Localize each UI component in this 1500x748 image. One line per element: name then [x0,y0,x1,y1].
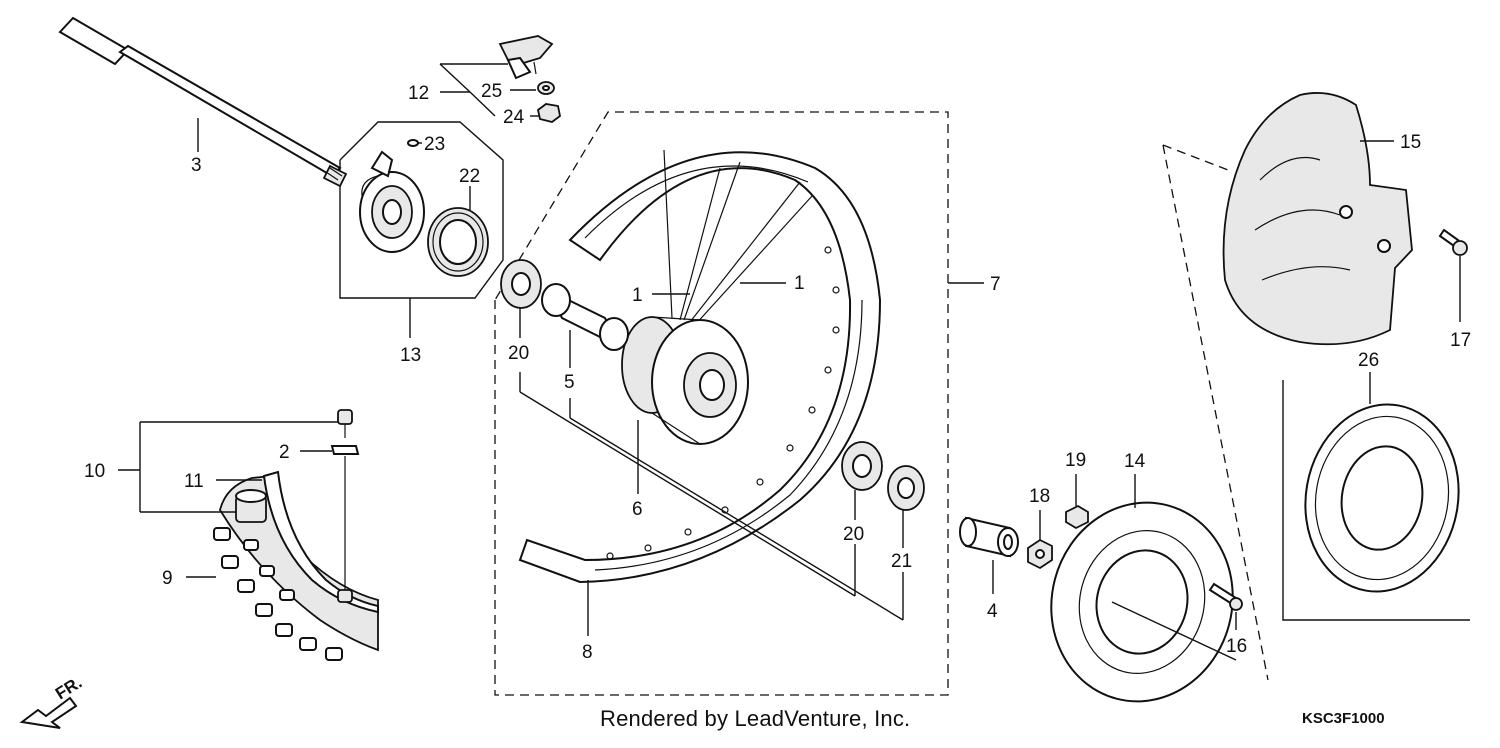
hub [621,316,749,445]
callout-11: 11 [184,471,204,492]
callout-20-right: 20 [843,524,864,545]
bearing-set-box [339,121,504,299]
cable-clamp [498,35,554,80]
leader-lines [118,63,1461,661]
bearing-left [500,259,542,309]
speedo-gearbox [359,150,425,253]
callout-13: 13 [400,345,421,366]
callout-14: 14 [1124,451,1146,472]
callout-2: 2 [279,442,290,463]
callout-1-left: 1 [632,285,643,306]
callout-5: 5 [564,372,575,393]
callout-26: 26 [1358,350,1379,371]
callout-19: 19 [1065,450,1086,471]
callout-6: 6 [632,499,643,520]
callout-1-right: 1 [794,273,805,294]
washer-small [537,81,555,95]
callout-10: 10 [84,461,105,482]
callout-9: 9 [162,568,173,589]
valve-cap [235,489,267,523]
retainer-small [407,139,419,147]
spokes [663,149,813,327]
valve-stem [330,409,360,603]
bearing-right [841,441,883,491]
callout-4: 4 [987,601,998,622]
callout-20-left: 20 [508,343,529,364]
disc-cover-box [1162,144,1269,681]
optional-disc [1304,403,1460,593]
callout-24: 24 [503,107,525,128]
disc-nut [1027,538,1053,570]
callout-7: 7 [990,274,1001,295]
wheel-assembly-box [494,111,949,696]
callout-labels: 1 1 2 3 4 5 6 7 8 9 10 11 12 13 14 15 16… [84,81,1471,663]
disc-bolt [1208,582,1243,611]
callout-8: 8 [582,642,593,663]
spacer-collar [541,283,629,351]
callout-15: 15 [1400,132,1421,153]
cover-bolt [1438,228,1468,256]
callout-18: 18 [1029,486,1050,507]
brake-disc [1050,501,1234,703]
dust-seal [887,465,925,511]
callout-21: 21 [891,551,912,572]
callout-12: 12 [408,83,429,104]
tire-knobs [213,527,343,661]
nut-small [536,103,561,123]
callout-23: 23 [424,134,445,155]
footer-credit: Rendered by LeadVenture, Inc. [600,706,911,731]
disc-cover [1222,92,1413,346]
callout-3: 3 [191,155,202,176]
direction-label: FR. [52,673,85,704]
diagram-code: KSC3F1000 [1302,710,1385,727]
callout-16: 16 [1226,636,1247,657]
front-direction-arrow: FR. [19,673,85,729]
callout-22: 22 [459,166,480,187]
alt-disc-box [1282,380,1470,621]
wheel [518,149,882,584]
axle [58,16,348,188]
callout-17: 17 [1450,330,1471,351]
callout-25: 25 [481,81,502,102]
gear-ring [427,207,489,277]
rim-band [262,470,379,614]
disc-bolt-short [1065,504,1089,530]
side-collar [959,516,1019,558]
